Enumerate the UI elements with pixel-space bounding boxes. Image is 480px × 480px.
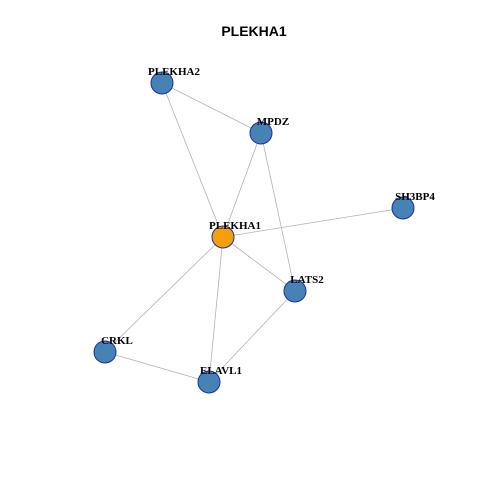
edge-plekha2-mpdz [161,82,262,134]
edge-mpdz-plekha1 [222,132,262,238]
edge-crkl-elavl1 [104,351,210,383]
edge-plekha2-plekha1 [161,82,224,238]
node-lats2 [283,279,307,303]
node-plekha1 [211,225,235,249]
edge-mpdz-lats2 [260,132,296,292]
node-label-lats2: LATS2 [290,274,324,286]
edge-plekha1-elavl1 [208,236,224,383]
edge-lats2-elavl1 [208,290,296,383]
edge-plekha1-crkl [104,236,224,353]
node-sh3bp4 [391,196,415,220]
node-label-elavl1: ELAVL1 [200,365,242,377]
node-label-plekha1: PLEKHA1 [209,220,261,232]
node-plekha2 [150,71,174,95]
node-crkl [93,340,117,364]
edge-layer [104,82,404,383]
node-layer [93,71,415,394]
node-label-crkl: CRKL [101,335,133,347]
node-label-plekha2: PLEKHA2 [148,66,200,78]
edge-plekha1-sh3bp4 [222,207,404,238]
node-label-mpdz: MPDZ [257,116,289,128]
edge-plekha1-lats2 [222,236,296,292]
node-elavl1 [197,370,221,394]
node-label-sh3bp4: SH3BP4 [395,191,435,203]
diagram-title: PLEKHA1 [221,23,287,39]
node-mpdz [249,121,273,145]
